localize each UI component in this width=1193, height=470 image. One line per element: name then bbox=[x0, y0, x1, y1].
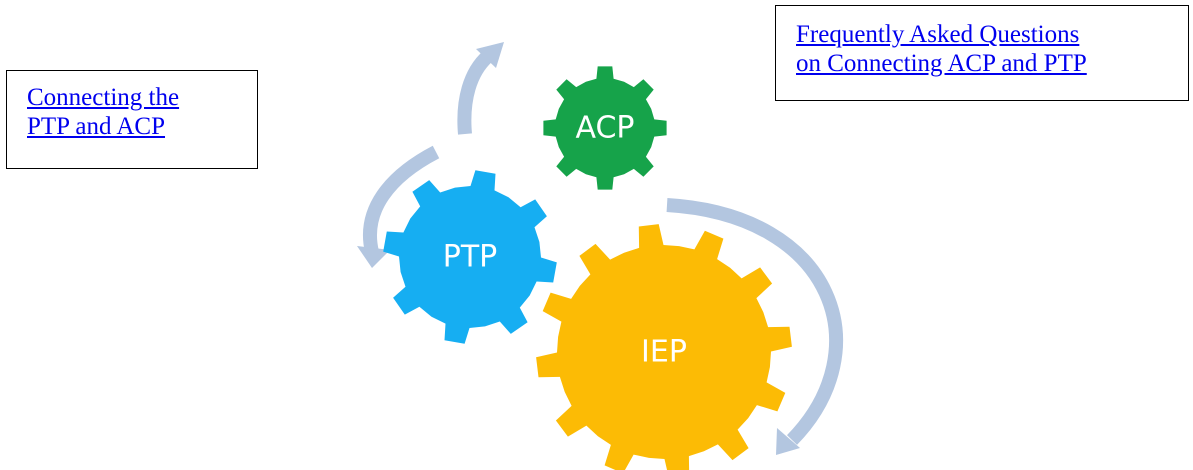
link-box-connecting-ptp-acp: Connecting the PTP and ACP bbox=[6, 70, 258, 169]
link-box-faq: Frequently Asked Questions on Connecting… bbox=[775, 5, 1189, 101]
gear-acp bbox=[543, 66, 667, 190]
gear-ptp bbox=[383, 170, 557, 344]
link-faq-line2[interactable]: on Connecting ACP and PTP bbox=[796, 50, 1087, 77]
gear-label-ptp: PTP bbox=[443, 240, 498, 275]
gear-iep bbox=[536, 224, 792, 470]
arrow-left bbox=[363, 145, 440, 254]
arrow-right bbox=[666, 198, 844, 445]
link-connecting-ptp-acp-line1[interactable]: Connecting the bbox=[27, 84, 180, 111]
link-connecting-ptp-acp-line2[interactable]: PTP and ACP bbox=[27, 113, 166, 140]
arrowhead-right bbox=[776, 428, 800, 455]
gear-label-iep: IEP bbox=[641, 335, 687, 370]
arrowhead-left bbox=[357, 246, 390, 268]
link-faq-line1[interactable]: Frequently Asked Questions bbox=[796, 21, 1080, 48]
arrow-top bbox=[457, 50, 493, 135]
arrowhead-top bbox=[476, 42, 504, 68]
gear-label-acp: ACP bbox=[575, 111, 634, 146]
